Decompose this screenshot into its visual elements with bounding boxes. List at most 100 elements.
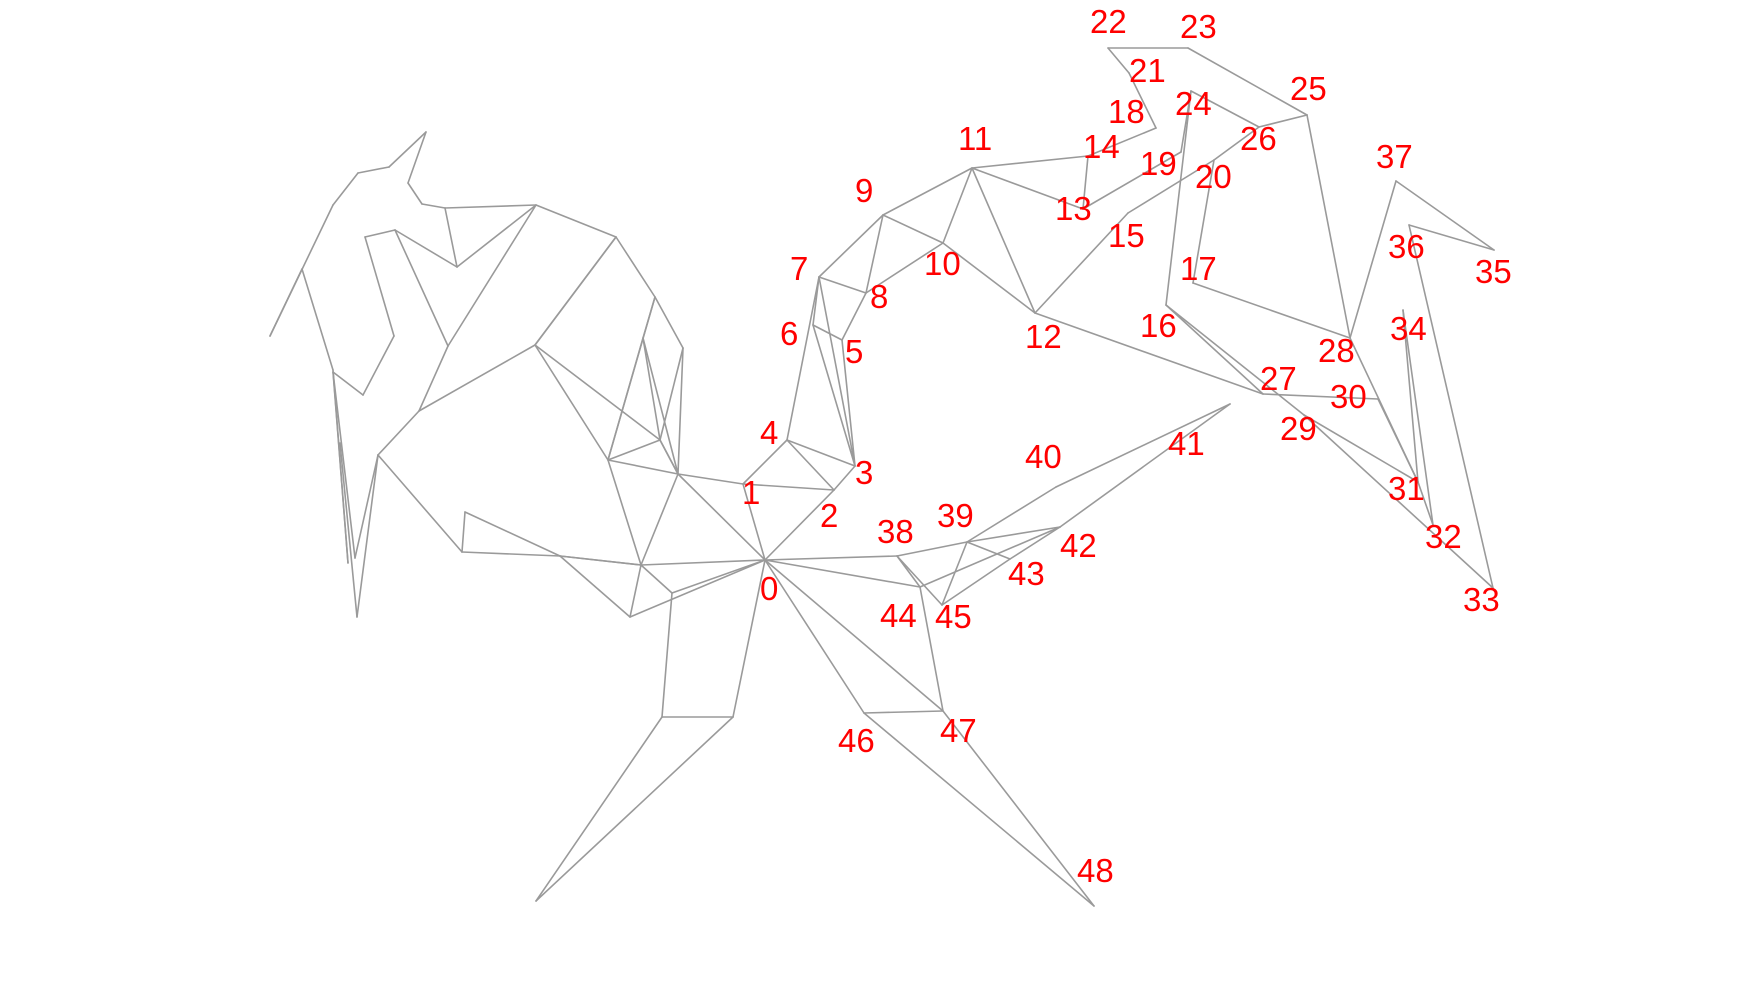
edge-l_f-l_e [407,182,423,205]
edge-10-11 [942,167,973,244]
vertex-label-42: 42 [1060,527,1097,564]
edge-l_r-l_q [301,268,334,371]
vertex-label-21: 21 [1129,52,1166,89]
edge-46-47 [863,710,944,714]
edge-m_n-m_p [535,716,663,902]
edge-l_h-l_x [447,204,537,347]
vertex-label-38: 38 [877,513,914,550]
vertex-label-28: 28 [1318,332,1355,369]
vertex-label-16: 16 [1140,307,1177,344]
vertex-label-10: 10 [924,245,961,282]
edge-m_k-m_g [607,459,642,566]
edge-l_y-l_z [534,236,617,346]
vertex-label-22: 22 [1090,3,1127,40]
edge-m_d-m_g [607,439,661,461]
vertex-label-32: 32 [1425,518,1462,555]
edge-30-31 [1377,398,1419,483]
vertex-label-12: 12 [1025,318,1062,355]
edge-43-39 [966,541,1011,560]
vertex-label-20: 20 [1195,158,1232,195]
edge-42-44 [919,526,1061,588]
edge-m_d-l_y [534,344,661,441]
edge-24-26 [1190,90,1260,128]
vertex-label-5: 5 [845,333,863,370]
vertex-label-25: 25 [1290,70,1327,107]
edge-l_i-l_j [394,229,458,268]
vertex-label-19: 19 [1140,145,1177,182]
vertex-label-43: 43 [1008,555,1045,592]
edge-17-28 [1192,282,1351,339]
edge-25-28 [1306,114,1351,339]
edge-l_u-l_v [356,454,379,618]
edge-7-6 [812,276,820,326]
edge-34-31 [1402,309,1419,483]
vertex-label-23: 23 [1180,8,1217,45]
vertex-label-35: 35 [1475,253,1512,290]
edge-36-33 [1408,224,1494,589]
edge-11-12 [971,167,1036,314]
vertex-label-34: 34 [1390,310,1427,347]
edge-0-38 [764,555,898,561]
edge-18-21 [1128,72,1157,129]
edge-31-32 [1417,481,1434,526]
edge-m_e-0 [677,473,766,561]
edge-44-47 [919,586,944,712]
edge-l_v-l_t [354,454,379,559]
vertex-label-37: 37 [1376,138,1413,175]
edge-16-27 [1165,304,1264,395]
edge-38-44 [896,555,921,588]
edge-47-48 [942,710,1095,907]
vertex-label-33: 33 [1463,581,1500,618]
edge-4-7 [786,276,820,441]
edge-m_b-m_a [654,296,684,349]
vertex-label-1: 1 [742,474,760,511]
edge-8-10 [865,242,944,294]
edge-42-43 [1009,526,1061,560]
edge-16-29 [1165,304,1305,416]
edge-29-31 [1303,414,1419,483]
edge-m_l-0 [629,559,766,618]
edge-28-37 [1349,180,1397,339]
vertex-label-46: 46 [838,722,875,759]
edge-4-2 [786,439,835,491]
edge-layer [269,47,1495,907]
edge-9-11 [882,167,973,216]
vertex-label-18: 18 [1108,93,1145,130]
edge-l_b-l_a [332,172,359,206]
edge-37-35 [1395,180,1495,251]
vertex-label-6: 6 [780,315,798,352]
edge-11-14 [971,155,1089,169]
vertex-label-40: 40 [1025,438,1062,475]
edge-27-30 [1262,393,1379,400]
vertex-label-44: 44 [880,597,917,634]
edge-7-8 [818,276,867,294]
edge-m_m-m_n [661,592,673,718]
edge-l_j-l_k [364,229,396,238]
vertex-label-26: 26 [1240,120,1277,157]
vertex-label-27: 27 [1260,360,1297,397]
edge-l_j-l_x [394,229,449,347]
edge-0-47 [764,559,944,712]
edge-3-4 [786,439,856,467]
edge-10-12 [942,242,1036,314]
edge-m_o-0 [732,559,766,718]
vertex-label-39: 39 [937,497,974,534]
edge-6-5 [812,324,843,341]
edge-m_m-m_k [640,564,673,594]
edge-5-3 [841,339,856,467]
edge-m_k-m_e [640,473,679,566]
edge-l_y-l_w [418,344,536,412]
edge-l_h-l_i [456,204,537,268]
edge-l_e-l_d [407,131,427,184]
edge-m_d-m_b [659,347,684,441]
edge-l_g-l_f [421,203,446,209]
vertex-label-24: 24 [1175,85,1212,122]
edge-l_d-l_c [388,131,427,168]
vertex-label-14: 14 [1083,128,1120,165]
edge-l_i-l_g [444,207,458,268]
edge-m_l-m_i [559,555,631,618]
edge-46-48 [863,712,1095,907]
edge-l_z-l_h [535,204,617,238]
edge-20-17 [1192,159,1215,284]
